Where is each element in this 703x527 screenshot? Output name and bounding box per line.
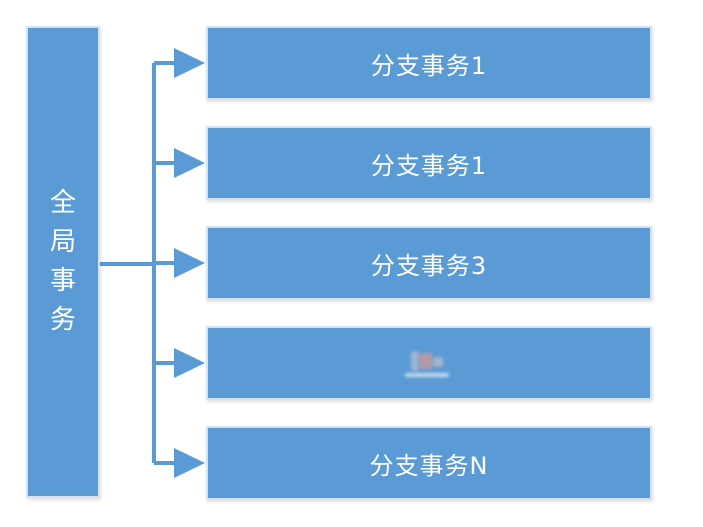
branch-transaction-box-3: 分支事务3	[206, 226, 652, 300]
arrowhead-icon-3	[174, 248, 205, 278]
global-transaction-label: 全局事务	[49, 188, 76, 335]
obscured-label-mark	[399, 343, 459, 383]
branch-transaction-box-1: 分支事务1	[206, 26, 652, 100]
branch-transaction-label-3: 分支事务3	[370, 251, 488, 280]
arrowhead-icon-5	[174, 448, 205, 478]
branch-transaction-box-5: 分支事务N	[206, 426, 652, 500]
arrowhead-icon-2	[174, 148, 205, 178]
branch-transaction-box-4	[206, 326, 652, 400]
branch-transaction-label-2: 分支事务1	[370, 151, 488, 180]
global-transaction-box: 全局事务	[26, 26, 100, 498]
arrowhead-icon-1	[174, 48, 205, 78]
branch-transaction-box-2: 分支事务1	[206, 126, 652, 200]
arrowhead-icon-4	[174, 348, 205, 378]
branch-transaction-label-1: 分支事务1	[370, 51, 488, 80]
branch-transaction-label-5: 分支事务N	[369, 451, 489, 480]
